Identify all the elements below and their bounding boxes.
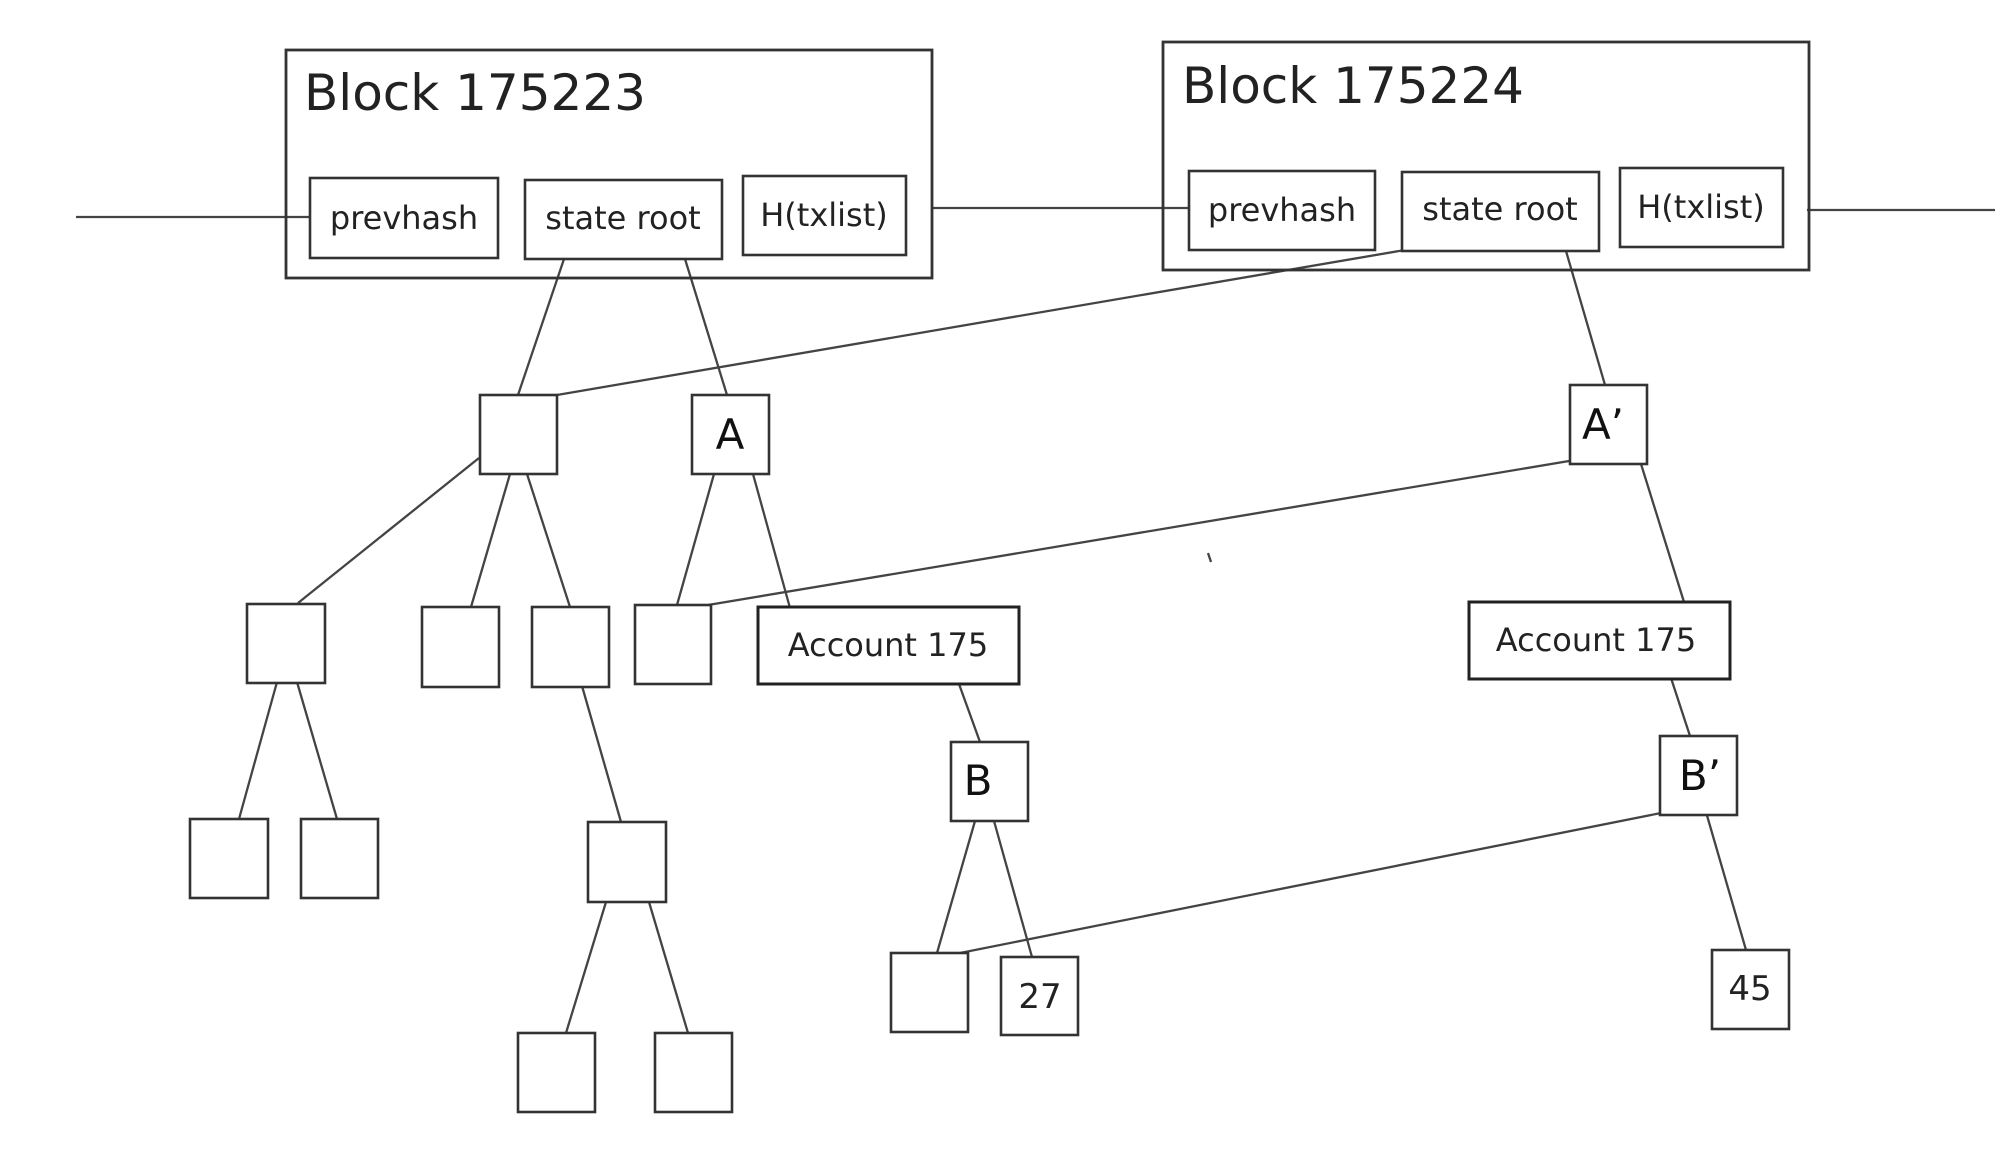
stray-mark	[1206, 552, 1213, 563]
trie-node	[586, 820, 668, 904]
block-175223-txlist-box	[741, 174, 908, 257]
account-175-new-label: Account 175	[1496, 621, 1696, 659]
block-175223-prevhash-label: prevhash	[330, 199, 478, 237]
value-45-label: 45	[1728, 969, 1771, 1009]
block-175224-prevhash-label: prevhash	[1208, 191, 1356, 229]
block-175224-txlist-label: H(txlist)	[1637, 188, 1765, 226]
trie-edges-new	[556, 248, 1748, 955]
trie-node-shared-a-child	[633, 603, 713, 686]
trie-node-leaf	[299, 817, 380, 900]
value-27-label: 27	[1018, 977, 1061, 1017]
trie-node-shared-root-child	[478, 393, 559, 476]
block-175223-title: Block 175223	[304, 64, 646, 122]
trie-node	[420, 605, 501, 689]
trie-node-a-label: A	[716, 410, 745, 459]
trie-node-b-label: B	[964, 756, 993, 805]
account-175-new-box	[1467, 600, 1732, 681]
trie-nodes-old: A Account 175 B 27	[188, 393, 1080, 1114]
block-175224-title: Block 175224	[1182, 57, 1524, 115]
block-175223-frame	[284, 48, 934, 280]
trie-node-a-prime-label: A’	[1582, 400, 1624, 449]
trie-nodes-new: A’ Account 175 B’ 45	[1467, 383, 1791, 1031]
block-175223-prevhash-box	[308, 176, 500, 260]
value-27-box	[999, 955, 1080, 1037]
block-175223-txlist-label: H(txlist)	[760, 196, 888, 234]
value-45-box	[1710, 948, 1791, 1031]
block-175224-state-root-label: state root	[1422, 190, 1577, 228]
trie-node-a	[690, 393, 771, 476]
trie-node-b-prime-label: B’	[1679, 751, 1721, 800]
block-175224-txlist-box	[1618, 166, 1785, 249]
block-175224-state-root-box	[1400, 170, 1601, 253]
block-175224: Block 175224 prevhash state root H(txlis…	[1161, 40, 1811, 272]
trie-node-leaf	[516, 1031, 597, 1114]
account-175-old-label: Account 175	[788, 626, 988, 664]
trie-node	[245, 602, 327, 685]
trie-node-a-prime	[1568, 383, 1649, 466]
block-175224-prevhash-box	[1187, 169, 1377, 252]
trie-node	[530, 605, 611, 689]
trie-edges-old	[237, 258, 1034, 1034]
block-175223: Block 175223 prevhash state root H(txlis…	[284, 48, 934, 280]
block-175223-state-root-label: state root	[545, 199, 700, 237]
trie-node-leaf	[653, 1031, 734, 1114]
block-175224-frame	[1161, 40, 1811, 272]
block-175223-state-root-box	[523, 178, 724, 261]
account-175-old-box	[756, 605, 1021, 686]
trie-node-leaf	[188, 817, 270, 900]
trie-node-b	[949, 740, 1030, 823]
trie-node-shared-b-child	[889, 951, 970, 1034]
trie-node-b-prime	[1658, 734, 1739, 817]
